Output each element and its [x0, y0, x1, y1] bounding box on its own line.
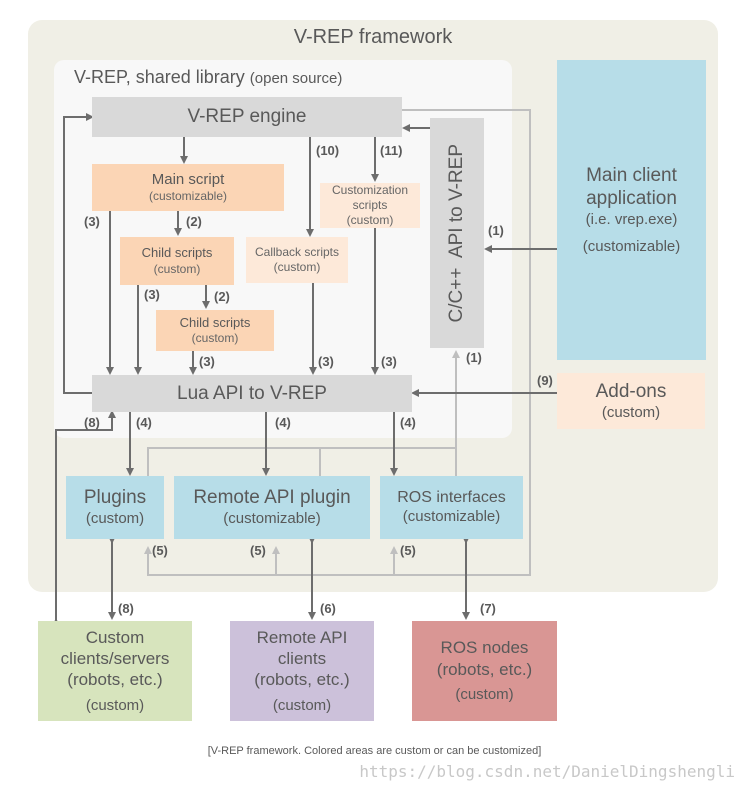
label-4-remote: (4) — [275, 415, 291, 430]
custom-clients-line3: (robots, etc.) — [67, 670, 163, 690]
figure-caption: [V-REP framework. Colored areas are cust… — [207, 745, 542, 757]
label-1-main-client: (1) — [488, 223, 504, 238]
callback-scripts-sub: (custom) — [273, 260, 321, 274]
label-3-callback: (3) — [318, 354, 334, 369]
framework-title: V-REP framework — [293, 26, 453, 48]
label-7: (7) — [480, 601, 496, 616]
ros-interfaces-box: ROS interfaces (customizable) — [380, 476, 523, 539]
customization-scripts-title: Customization scripts — [331, 183, 409, 212]
main-client-line4: (customizable) — [582, 237, 681, 255]
child-scripts-box-2: Child scripts (custom) — [156, 310, 274, 351]
addons-title: Add-ons — [595, 380, 667, 402]
ros-interfaces-sub: (customizable) — [402, 508, 501, 526]
customization-scripts-sub: (custom) — [346, 213, 394, 227]
label-5-ros: (5) — [400, 543, 416, 558]
custom-clients-line4: (custom) — [85, 696, 145, 714]
label-5-remote: (5) — [250, 543, 266, 558]
customization-scripts-box: Customization scripts (custom) — [320, 183, 420, 228]
watermark: https://blog.csdn.net/DanielDingshengli — [359, 762, 735, 781]
label-11: (11) — [380, 143, 403, 158]
plugins-title: Plugins — [83, 487, 147, 509]
label-1-ros: (1) — [466, 350, 482, 365]
label-3-main: (3) — [84, 214, 100, 229]
main-client-line1: Main client — [586, 164, 677, 186]
custom-clients-line1: Custom — [85, 627, 145, 647]
label-4-plugins: (4) — [136, 415, 152, 430]
callback-scripts-box: Callback scripts (custom) — [246, 237, 348, 283]
child-scripts-1-sub: (custom) — [153, 261, 201, 276]
ros-nodes-line1: ROS nodes — [440, 638, 529, 658]
custom-clients-box: Custom clients/servers (robots, etc.) (c… — [38, 621, 192, 721]
shared-library-title: V-REP, shared library (open source) — [74, 67, 342, 88]
main-script-sub: (customizable) — [148, 189, 228, 204]
open-source-note: (open source) — [249, 70, 343, 87]
label-6: (6) — [320, 601, 336, 616]
main-script-title: Main script — [151, 170, 225, 188]
main-client-line2: application — [586, 188, 677, 210]
ros-nodes-line2: (robots, etc.) — [436, 659, 533, 679]
label-8-lua: (8) — [84, 415, 100, 430]
label-9: (9) — [537, 373, 553, 388]
label-2-child-child: (2) — [214, 289, 230, 304]
child-scripts-box-1: Child scripts (custom) — [120, 237, 234, 285]
vrep-engine-label: V-REP engine — [187, 106, 307, 128]
remote-api-clients-box: Remote API clients (robots, etc.) (custo… — [230, 621, 374, 721]
ros-interfaces-title: ROS interfaces — [397, 489, 506, 507]
remote-api-clients-line4: (custom) — [272, 696, 332, 714]
remote-api-clients-line2: clients — [277, 649, 327, 668]
ros-nodes-box: ROS nodes (robots, etc.) (custom) — [412, 621, 557, 721]
plugins-box: Plugins (custom) — [66, 476, 164, 539]
custom-clients-line2: clients/servers — [60, 649, 170, 668]
remote-api-clients-line3: (robots, etc.) — [254, 670, 350, 690]
child-scripts-2-sub: (custom) — [191, 331, 239, 346]
label-8-plugins: (8) — [118, 601, 134, 616]
callback-scripts-title: Callback scripts — [254, 245, 340, 259]
c-api-label: C/C++ API to V-REP — [446, 143, 468, 323]
lua-api-label: Lua API to V-REP — [177, 382, 327, 404]
main-script-box: Main script (customizable) — [92, 164, 284, 211]
c-api-box: C/C++ API to V-REP — [430, 118, 484, 348]
vrep-engine-box: V-REP engine — [92, 97, 402, 137]
label-3-child1: (3) — [144, 287, 160, 302]
child-scripts-1-title: Child scripts — [141, 245, 213, 261]
label-5-plugins: (5) — [152, 543, 168, 558]
remote-api-plugin-box: Remote API plugin (customizable) — [174, 476, 370, 539]
child-scripts-2-title: Child scripts — [179, 314, 251, 330]
remote-api-clients-line1: Remote API — [256, 627, 348, 647]
plugins-sub: (custom) — [85, 510, 145, 527]
shared-library-title-text: V-REP, shared library — [74, 67, 245, 87]
main-client-line3: (i.e. vrep.exe) — [585, 211, 678, 228]
main-client-box: Main client application (i.e. vrep.exe) … — [557, 60, 706, 360]
label-10: (10) — [316, 143, 340, 158]
remote-api-plugin-title: Remote API plugin — [193, 487, 351, 509]
label-2-main-child: (2) — [186, 214, 202, 229]
label-3-customization: (3) — [381, 354, 397, 369]
addons-box: Add-ons (custom) — [557, 373, 705, 429]
ros-nodes-line3: (custom) — [455, 685, 514, 703]
lua-api-box: Lua API to V-REP — [92, 375, 412, 412]
remote-api-plugin-sub: (customizable) — [223, 510, 321, 527]
addons-sub: (custom) — [601, 403, 661, 421]
label-3-child2: (3) — [199, 354, 215, 369]
label-4-ros: (4) — [400, 415, 416, 430]
